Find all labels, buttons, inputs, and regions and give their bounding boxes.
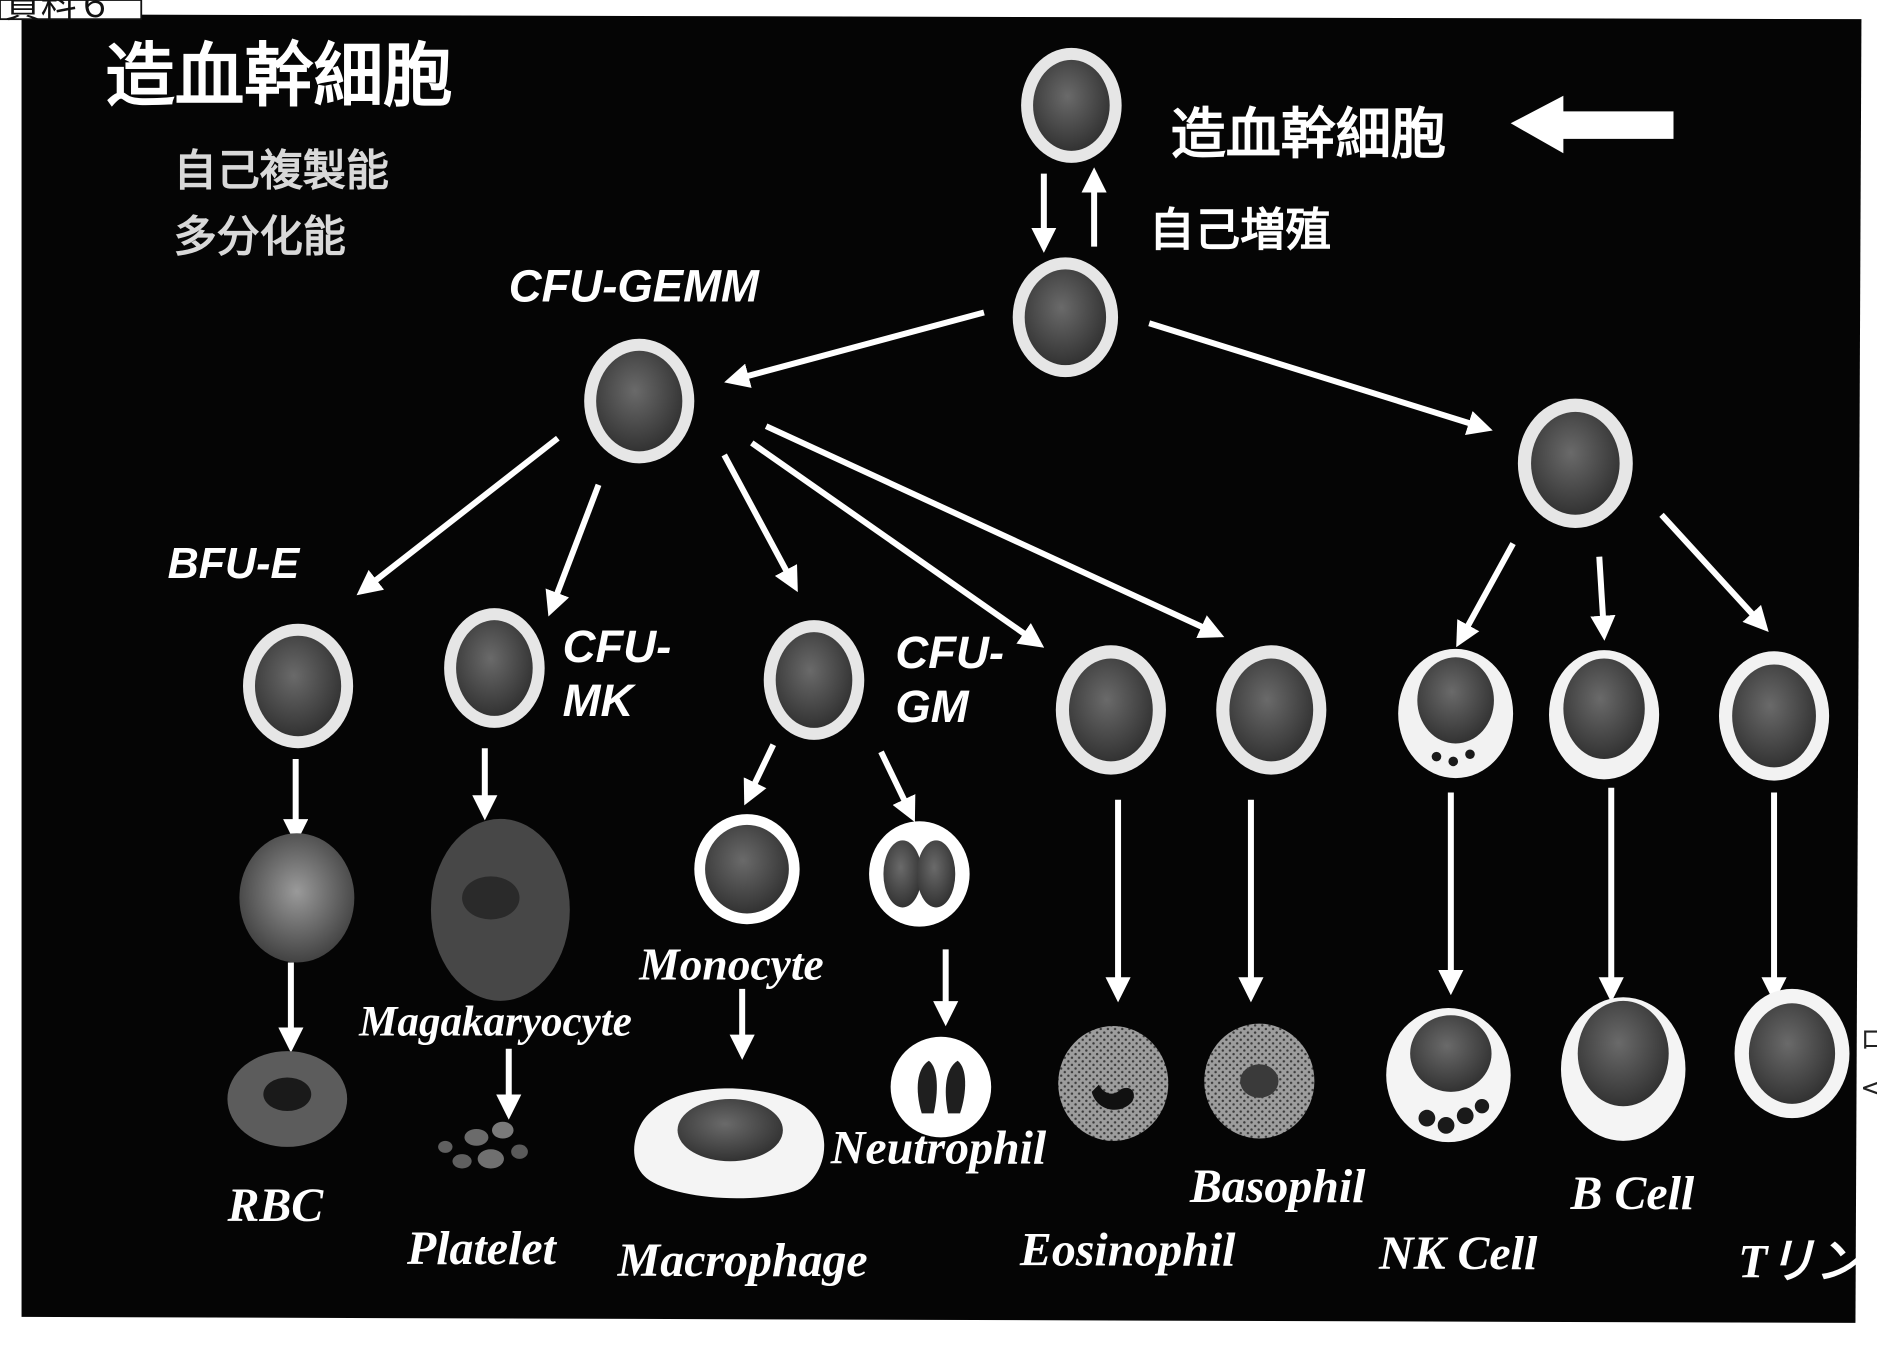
margin-mark-bracket: <	[1860, 1074, 1877, 1104]
lineage-arrows	[278, 167, 1787, 1120]
ability-self-replication: 自己複製能	[174, 147, 389, 197]
t-cell	[1734, 988, 1850, 1119]
arrow-to-cfu-gm	[721, 453, 798, 593]
nk-cell	[1386, 1008, 1511, 1143]
basophil-cell	[1204, 1023, 1315, 1139]
arrow-to-cfu-gemm	[724, 309, 985, 388]
eosinophil-cell	[1058, 1025, 1169, 1141]
stem-cell-top	[1021, 47, 1122, 163]
cfu-gemm-cell	[584, 338, 695, 464]
left-arrow-icon	[1510, 95, 1674, 154]
neutrophil-cell	[890, 1036, 992, 1138]
lymphoid-progenitor-cell	[1517, 398, 1633, 528]
cfu-gemm-label: CFU-GEMM	[509, 261, 760, 312]
neutrophil-precursor-cell	[869, 821, 970, 927]
arrow-cfu-gm-to-monocyte	[743, 743, 777, 806]
t-progenitor-cell	[1718, 651, 1830, 781]
nk-progenitor-cell	[1398, 648, 1514, 779]
platelet-cluster	[438, 1121, 528, 1169]
stem-cell-callout-label: 造血幹細胞	[1171, 102, 1446, 166]
arrow-to-bfu-e	[356, 435, 560, 596]
margin-mark-box: ロ	[1860, 1026, 1877, 1056]
megakaryocyte-cell	[430, 818, 570, 1001]
basophil-progenitor-cell	[1216, 645, 1327, 775]
cfu-gm-cell	[763, 620, 865, 740]
diagram-title: 造血幹細胞	[105, 36, 452, 116]
magakaryocyte-label: Magakaryocyte	[358, 999, 632, 1046]
cfu-mk-cell	[444, 608, 545, 728]
basophil-label: Basophil	[1189, 1160, 1366, 1213]
arrow-to-t-progenitor	[1659, 512, 1769, 632]
cfu-gm-label: CFU- GM	[895, 627, 1016, 732]
eosinophil-progenitor-cell	[1055, 645, 1166, 775]
arrow-to-b-progenitor	[1590, 556, 1616, 641]
bfu-e-cell	[243, 623, 354, 749]
t-cell-label: Tリン	[1738, 1235, 1866, 1288]
arrow-to-eosinophil-progenitor	[750, 440, 1045, 648]
ability-multipotency: 多分化能	[174, 212, 346, 262]
arrow-to-nk-progenitor	[1456, 542, 1516, 648]
rbc-label: RBC	[226, 1179, 324, 1232]
rbc-precursor-cell	[239, 833, 355, 963]
bfu-e-label: BFU-E	[168, 540, 301, 588]
arrow-to-cfu-mk	[545, 483, 602, 617]
neutrophil-label: Neutrophil	[830, 1122, 1047, 1175]
rbc-cell	[227, 1051, 348, 1147]
macrophage-cell	[634, 1088, 825, 1199]
b-cell-label: B Cell	[1570, 1167, 1695, 1220]
arrow-to-lymphoid	[1148, 320, 1493, 435]
platelet-label: Platelet	[406, 1222, 558, 1275]
cfu-mk-label: CFU- MK	[563, 621, 684, 726]
eosinophil-label: Eosinophil	[1019, 1223, 1236, 1276]
monocyte-cell	[694, 814, 800, 925]
tab-label: 資料６	[5, 0, 113, 26]
arrow-cfu-gm-to-neutrophil-precursor	[878, 750, 916, 823]
self-renewal-label: 自己増殖	[1149, 203, 1331, 256]
arrow-to-basophil-progenitor	[764, 423, 1225, 639]
nk-cell-label: NK Cell	[1378, 1227, 1538, 1280]
b-progenitor-cell	[1549, 650, 1660, 780]
macrophage-label: Macrophage	[617, 1234, 868, 1287]
monocyte-label: Monocyte	[638, 938, 823, 989]
tab-label-box	[0, 0, 143, 21]
b-cell	[1560, 997, 1686, 1141]
stem-cell-dividing	[1012, 257, 1119, 378]
